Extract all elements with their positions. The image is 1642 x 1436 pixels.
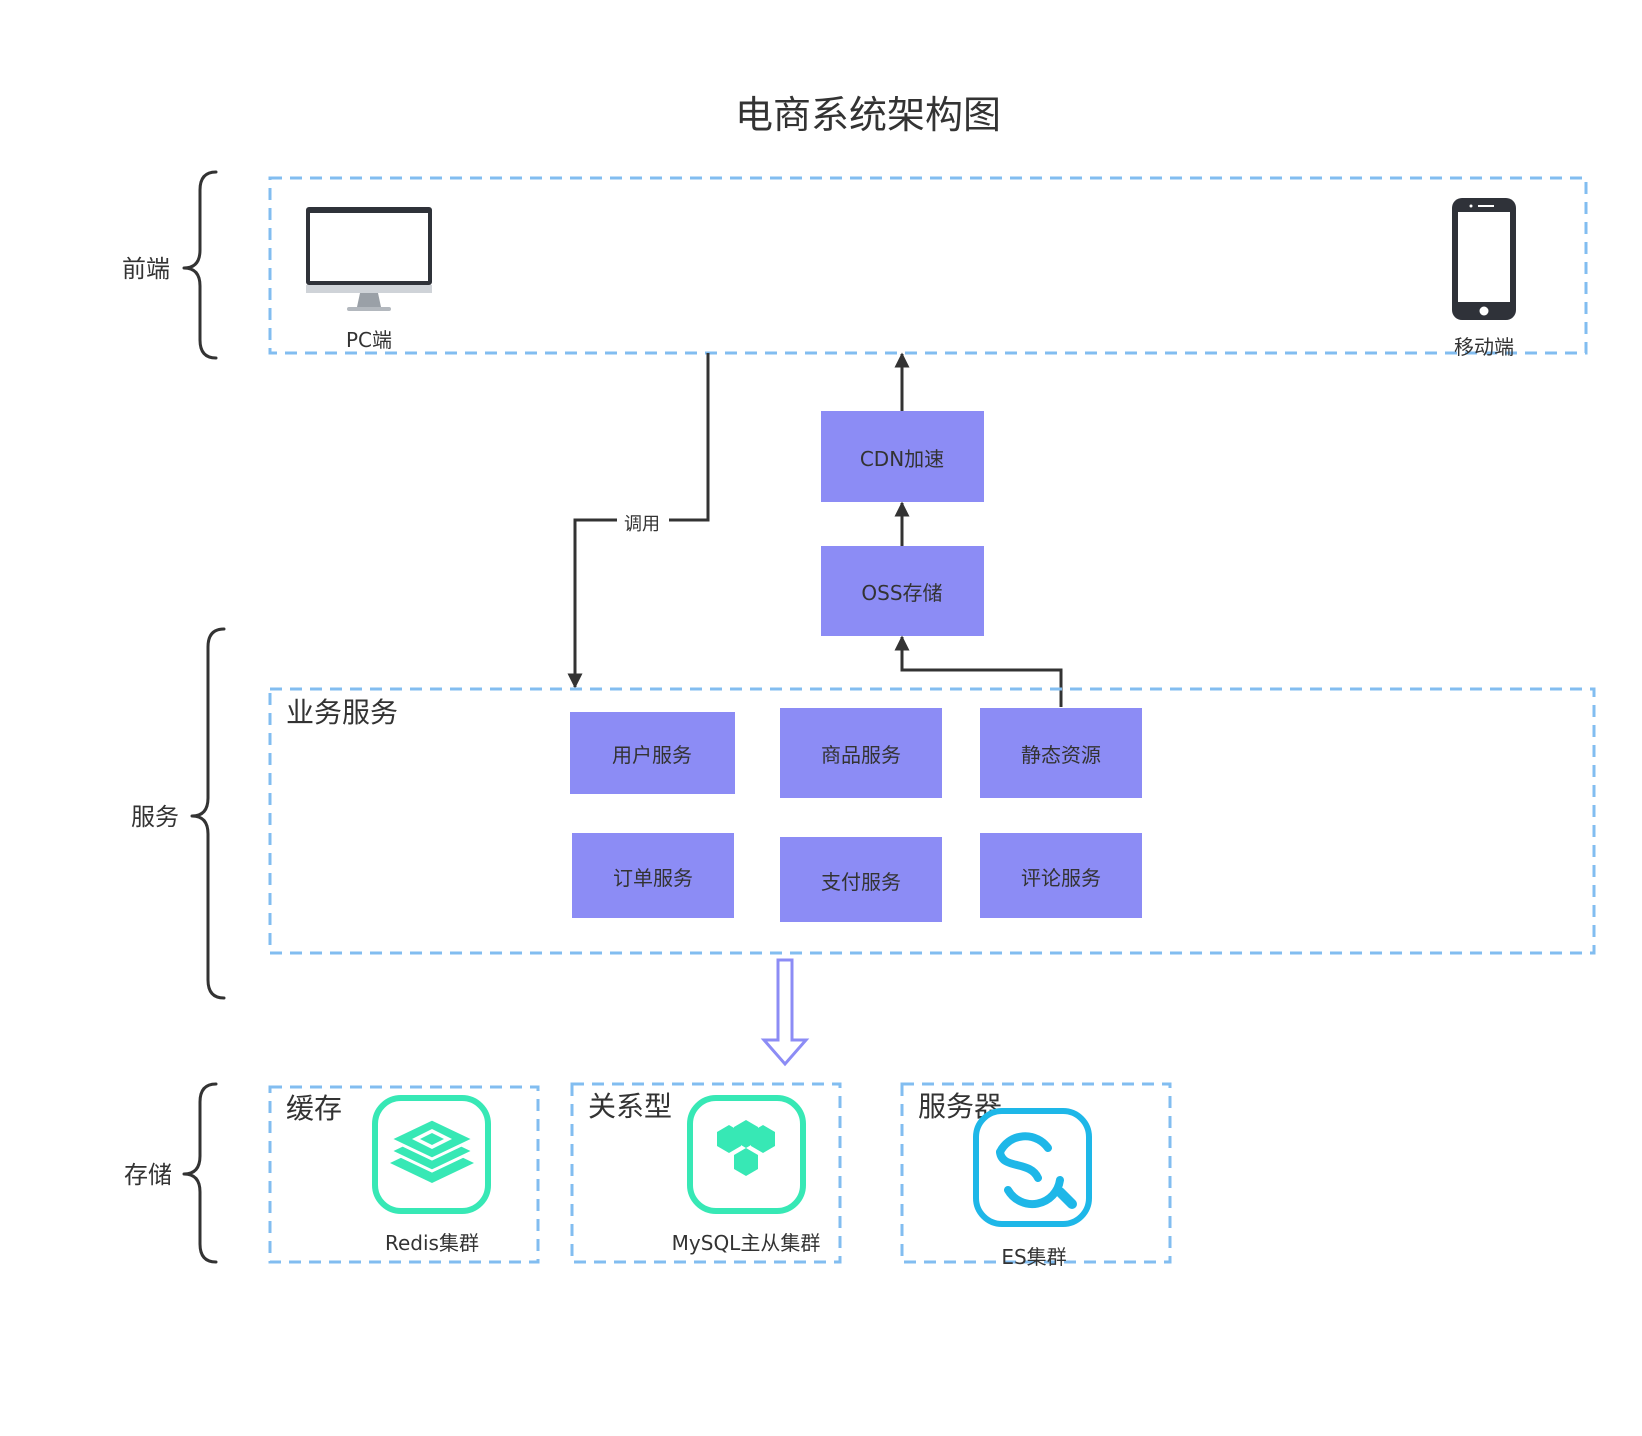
mysql-icon xyxy=(687,1095,806,1214)
es-label: ES集群 xyxy=(1001,1245,1066,1269)
pc-label: PC端 xyxy=(346,328,392,352)
cache-title: 缓存 xyxy=(286,1092,342,1125)
service-comment[interactable]: 评论服务 xyxy=(980,833,1142,918)
service-product-label: 商品服务 xyxy=(821,743,901,767)
hollow-down-arrow xyxy=(760,958,810,1067)
service-user[interactable]: 用户服务 xyxy=(570,712,735,794)
service-static-resource-label: 静态资源 xyxy=(1021,743,1101,767)
service-product[interactable]: 商品服务 xyxy=(780,708,942,798)
edge-static-to-oss xyxy=(894,635,1063,707)
redis-label: Redis集群 xyxy=(385,1231,479,1255)
edge-call-label: 调用 xyxy=(624,514,660,535)
diagram-title: 电商系统架构图 xyxy=(735,93,1001,137)
elasticsearch-icon xyxy=(973,1108,1092,1227)
service-comment-label: 评论服务 xyxy=(1021,866,1101,890)
mysql-label: MySQL主从集群 xyxy=(672,1231,821,1255)
relational-container xyxy=(570,1082,842,1264)
oss-label: OSS存储 xyxy=(861,581,942,605)
business-title: 业务服务 xyxy=(286,696,398,729)
smartphone-icon xyxy=(1452,198,1516,320)
service-brace xyxy=(190,627,226,1000)
layer-label-storage: 存储 xyxy=(124,1161,172,1189)
service-payment-label: 支付服务 xyxy=(821,870,901,894)
service-order-label: 订单服务 xyxy=(613,866,693,890)
service-user-label: 用户服务 xyxy=(612,743,692,767)
layer-label-frontend: 前端 xyxy=(122,255,170,283)
cdn-label: CDN加速 xyxy=(860,447,944,471)
monitor-icon xyxy=(306,207,432,311)
cdn-box[interactable] xyxy=(821,411,984,502)
server-container xyxy=(900,1082,1172,1264)
layer-label-service: 服务 xyxy=(131,803,179,831)
mobile-label: 移动端 xyxy=(1454,335,1514,359)
storage-brace xyxy=(182,1082,218,1264)
service-order[interactable]: 订单服务 xyxy=(572,833,734,918)
oss-box[interactable] xyxy=(821,546,984,636)
frontend-brace xyxy=(182,170,218,360)
redis-icon xyxy=(372,1095,491,1214)
frontend-container xyxy=(268,176,1588,355)
service-static-resource[interactable]: 静态资源 xyxy=(980,708,1142,798)
service-payment[interactable]: 支付服务 xyxy=(780,837,942,922)
relational-title: 关系型 xyxy=(588,1090,672,1123)
business-container xyxy=(268,687,1596,955)
edge-call-label-bg xyxy=(617,508,669,534)
